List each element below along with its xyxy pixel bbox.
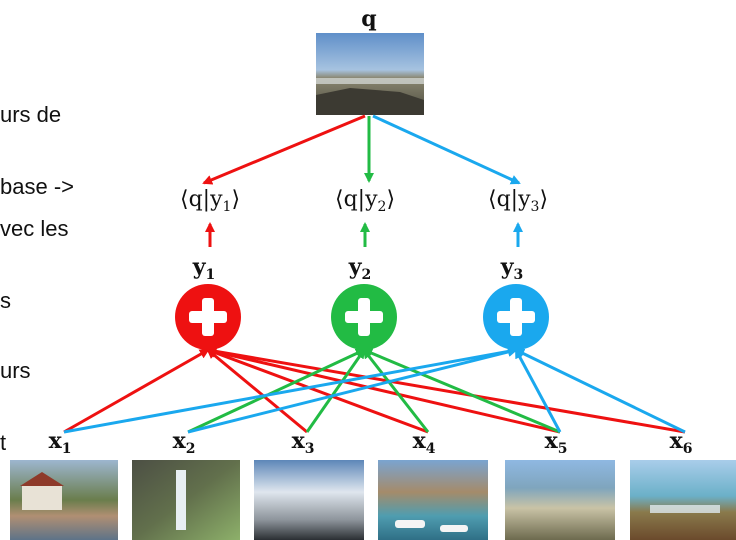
- plus-circle-icon: [331, 284, 397, 350]
- input-image-5: [505, 460, 615, 540]
- thumbnail-details: [20, 470, 720, 532]
- query-to-product-1-arrow: [202, 114, 366, 185]
- left-text-line: base ->: [0, 174, 74, 199]
- red-edge-x5: [206, 346, 561, 434]
- blue-edge-x2: [187, 347, 518, 434]
- red-edge-x1: [63, 348, 210, 434]
- query-image: [316, 33, 424, 115]
- aggregator-label-3: y3: [500, 254, 524, 283]
- query-to-product-3-arrow: [372, 114, 521, 185]
- left-text-line: t: [0, 430, 7, 455]
- plus-circle-icon: [175, 284, 241, 350]
- left-text-block-1: urs de base ->: [0, 55, 74, 223]
- green-edge-x4: [362, 348, 430, 433]
- aggregator-label-1: y1: [192, 254, 216, 283]
- red-edge-x3: [206, 348, 308, 434]
- inner-product-label-2: ⟨q|y2⟩: [335, 187, 395, 215]
- green-edge-x2: [187, 348, 366, 434]
- input-label-4: x4: [413, 428, 436, 457]
- input-label-1: x1: [49, 428, 72, 457]
- input-label-6: x6: [670, 428, 693, 457]
- blue-edge-x1: [63, 346, 518, 434]
- blue-edge-x6: [514, 348, 686, 434]
- input-label-2: x2: [173, 428, 196, 457]
- left-text-line: s: [0, 288, 11, 313]
- left-text-line: urs de: [0, 102, 62, 127]
- input-label-5: x5: [545, 428, 568, 457]
- input-image-6: [630, 460, 736, 540]
- red-edge-x6: [206, 346, 686, 434]
- green-edge-x5: [362, 348, 561, 434]
- left-text-block-2: vec les s: [0, 169, 68, 337]
- input-label-3: x3: [292, 428, 315, 457]
- aggregator-label-2: y2: [348, 254, 372, 283]
- plus-circle-icon: [483, 284, 549, 350]
- input-image-4: [378, 460, 488, 540]
- inner-product-label-3: ⟨q|y3⟩: [488, 187, 548, 215]
- input-image-3: [254, 460, 364, 540]
- left-text-line: vec les: [0, 216, 69, 241]
- query-label: q: [361, 6, 376, 32]
- left-text-line: urs: [0, 358, 31, 383]
- left-text-block-3: urs t: [0, 311, 31, 479]
- green-edge-x3: [305, 348, 366, 433]
- blue-edge-x5: [514, 348, 562, 433]
- inner-product-label-1: ⟨q|y1⟩: [180, 187, 240, 215]
- red-edge-x4: [206, 348, 429, 434]
